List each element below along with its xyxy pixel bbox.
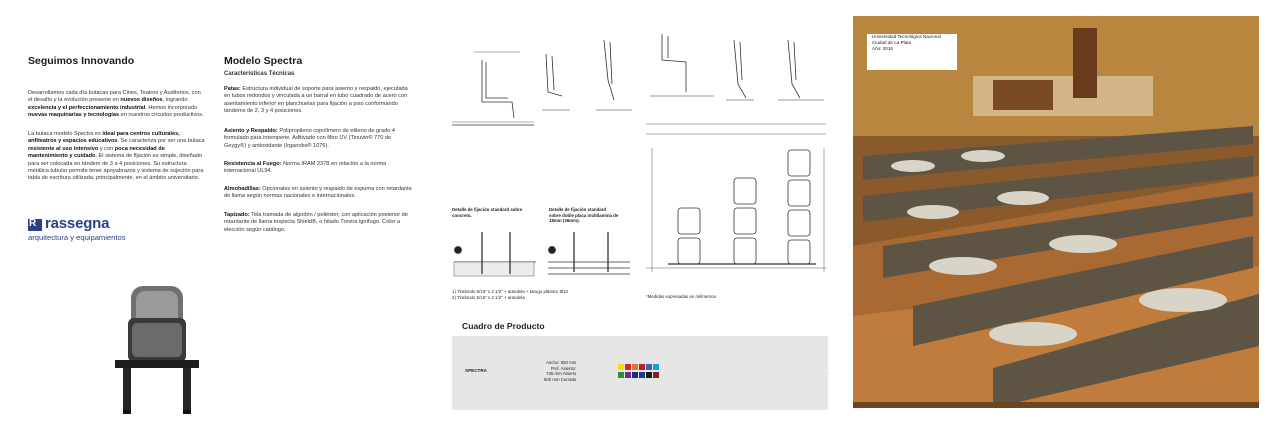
product-table-title: Cuadro de Producto	[462, 321, 545, 331]
model-title: Modelo Spectra	[224, 55, 303, 67]
color-swatch	[618, 364, 624, 370]
project-info-box: Universidad Tecnológica Nacional Ciudad …	[867, 34, 957, 70]
color-swatch	[646, 364, 652, 370]
spec-resistencia-fuego: Resistencia al Fuego: Norma IRAM 2378 en…	[224, 161, 387, 175]
fixing-detail-drawings	[453, 232, 630, 277]
product-table: SPECTRA Ancho: 550 mm Prof. Asiento: 735…	[452, 336, 828, 410]
specs-subtitle: Características Técnicas	[224, 71, 295, 77]
panel-specs: Modelo Spectra Características Técnicas …	[212, 0, 424, 426]
side-profile-drawings	[452, 34, 824, 126]
intro-paragraph-2: La butaca modelo Spectra es ideal para c…	[28, 131, 205, 182]
detail-1-caption: Detalle de fijación standard sobre concr…	[452, 207, 523, 218]
color-swatch	[625, 364, 631, 370]
intro-title: Seguimos Innovando	[28, 55, 135, 67]
panel-photo: Universidad Tecnológica Nacional Ciudad …	[850, 0, 1280, 426]
logo-mark-icon: R	[28, 218, 42, 231]
spec-patas: Patas: Estructura individual de soporte …	[224, 86, 408, 115]
logo-name: rassegna	[45, 215, 110, 232]
color-swatch	[625, 372, 631, 378]
plan-view-drawing	[646, 123, 826, 272]
color-swatch	[653, 372, 659, 378]
fixing-notes: 1) Tirafondo 5/16" x 2 1/2" + arandela +…	[452, 289, 568, 300]
product-dimensions: Ancho: 550 mm Prof. Asiento: 735 mm Abie…	[544, 360, 577, 382]
color-swatch	[639, 364, 645, 370]
color-swatch	[632, 372, 638, 378]
panel-intro: Seguimos Innovando Desarrollamos cada dí…	[0, 0, 212, 426]
detail-2-caption: Detalle de fijación standard sobre doble…	[549, 207, 619, 224]
intro-paragraph-1: Desarrollamos cada día butacas para Cine…	[28, 90, 204, 119]
measurement-note: *Medidas expresadas en milímetros.	[646, 294, 718, 299]
spec-almohadillas: Almohadillas: Opcionales en asiento y re…	[224, 186, 412, 200]
product-model-name: SPECTRA	[465, 368, 487, 373]
auditorium-photo	[853, 16, 1259, 408]
spec-asiento-respaldo: Asiento y Respaldo: Polipropileno copolí…	[224, 128, 396, 149]
logo-tagline: arquitectura y equipamientos	[28, 233, 126, 242]
chair-product-views	[115, 286, 199, 414]
color-swatch	[639, 372, 645, 378]
color-swatch	[632, 364, 638, 370]
chair-front-view-image	[115, 286, 199, 414]
spec-tapizado: Tapizado: Tela tramada de algodón / poli…	[224, 212, 408, 233]
color-swatch	[653, 364, 659, 370]
color-swatch	[618, 372, 624, 378]
color-swatch	[646, 372, 652, 378]
panel-drawings: Detalle de fijación standard sobre concr…	[424, 0, 850, 426]
